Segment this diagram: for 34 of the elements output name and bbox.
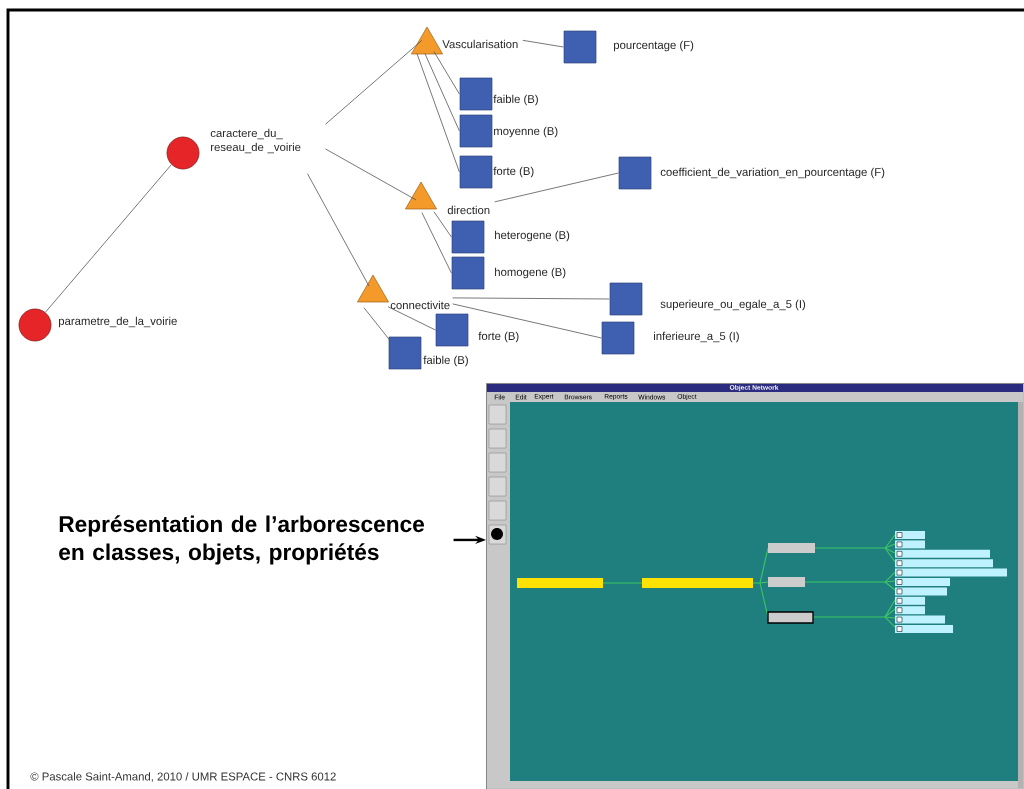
- node-label: forte (B): [493, 166, 534, 178]
- node-label: caractere_du_ reseau_de _voirie: [210, 128, 301, 154]
- connector-line: [522, 39, 564, 48]
- connector-line: [363, 307, 391, 342]
- copyright-notice: © Pascale Saint-Amand, 2010 / UMR ESPACE - CNRS 6012: [30, 772, 336, 782]
- node-label: faible (B): [423, 355, 468, 367]
- connector-line: [433, 51, 460, 95]
- software-window-drawing: [486, 383, 1024, 789]
- node-label: inferieure_a_5 (I): [654, 331, 739, 343]
- node-label: moyenne (B): [494, 126, 558, 138]
- connector-line: [325, 148, 417, 201]
- caption-text: Représentation de l’arborescence en classes, objets, propriétés: [59, 515, 425, 565]
- node-label: direction: [447, 205, 490, 215]
- node-label: Vascularisation: [442, 39, 518, 49]
- node-label: pourcentage (F): [614, 40, 694, 52]
- node-label: heterogene (B): [495, 230, 570, 242]
- connector-line: [325, 39, 423, 125]
- node-label: forte (B): [478, 331, 519, 343]
- node-label: coefficient_de_variation_en_pourcentage (F): [660, 167, 885, 179]
- connector-line: [433, 211, 452, 238]
- connector-line: [452, 303, 602, 339]
- node-label: parametre_de_la_voirie: [59, 316, 177, 328]
- connector-line: [307, 173, 370, 287]
- connector-line: [421, 212, 452, 274]
- node-label: superieure_ou_egale_a_5 (I): [660, 299, 806, 311]
- node-label: homogene (B): [495, 267, 566, 279]
- connector-line: [387, 306, 436, 331]
- connector-line: [424, 53, 460, 132]
- connector-line: [44, 164, 172, 313]
- connector-line: [416, 53, 460, 173]
- connector-line: [452, 297, 610, 300]
- connector-line: [494, 172, 619, 203]
- node-label: connectivite: [390, 300, 450, 310]
- node-label: faible (B): [493, 94, 538, 106]
